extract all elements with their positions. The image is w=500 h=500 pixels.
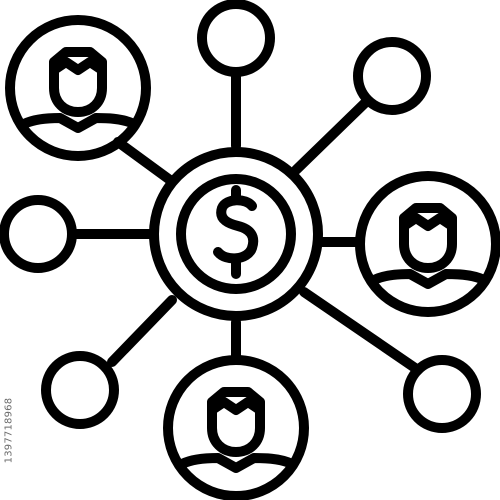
person-node-bottom — [163, 355, 309, 500]
person-node-ring — [5, 15, 151, 161]
dollar-coin-icon — [149, 147, 323, 321]
connector-bottom-right — [299, 287, 423, 375]
connector-top-right — [291, 97, 371, 175]
person-hair-line — [207, 397, 265, 415]
person-node-right — [355, 171, 500, 317]
connector-top-left — [113, 137, 175, 185]
node-bottom-right-icon — [403, 355, 481, 433]
stock-id-text: 1397718968 — [3, 397, 15, 463]
person-node-ring — [355, 171, 500, 317]
stock-id-watermark: 1397718968 — [2, 360, 16, 500]
person-head-icon — [399, 203, 457, 273]
person-hair-line — [49, 57, 107, 75]
person-shoulders — [19, 113, 139, 133]
person-node-top-left — [5, 15, 151, 161]
empty-nodes — [0, 0, 481, 433]
connector-lines — [67, 69, 423, 375]
connector-bottom-left — [107, 295, 177, 367]
person-hair-line — [399, 213, 457, 231]
person-head-icon — [49, 47, 107, 117]
node-left-icon — [0, 195, 77, 273]
node-top-right-icon — [353, 37, 431, 115]
dollar-sign-icon — [213, 195, 259, 264]
person-shoulders — [369, 269, 489, 289]
person-shoulders — [177, 453, 297, 473]
node-bottom-left-icon — [41, 351, 119, 429]
coin-outer-ring — [149, 147, 323, 321]
person-node-ring — [163, 355, 309, 500]
person-head-icon — [207, 387, 265, 457]
node-top-icon — [197, 0, 275, 77]
coin-inner-ring — [176, 174, 296, 294]
